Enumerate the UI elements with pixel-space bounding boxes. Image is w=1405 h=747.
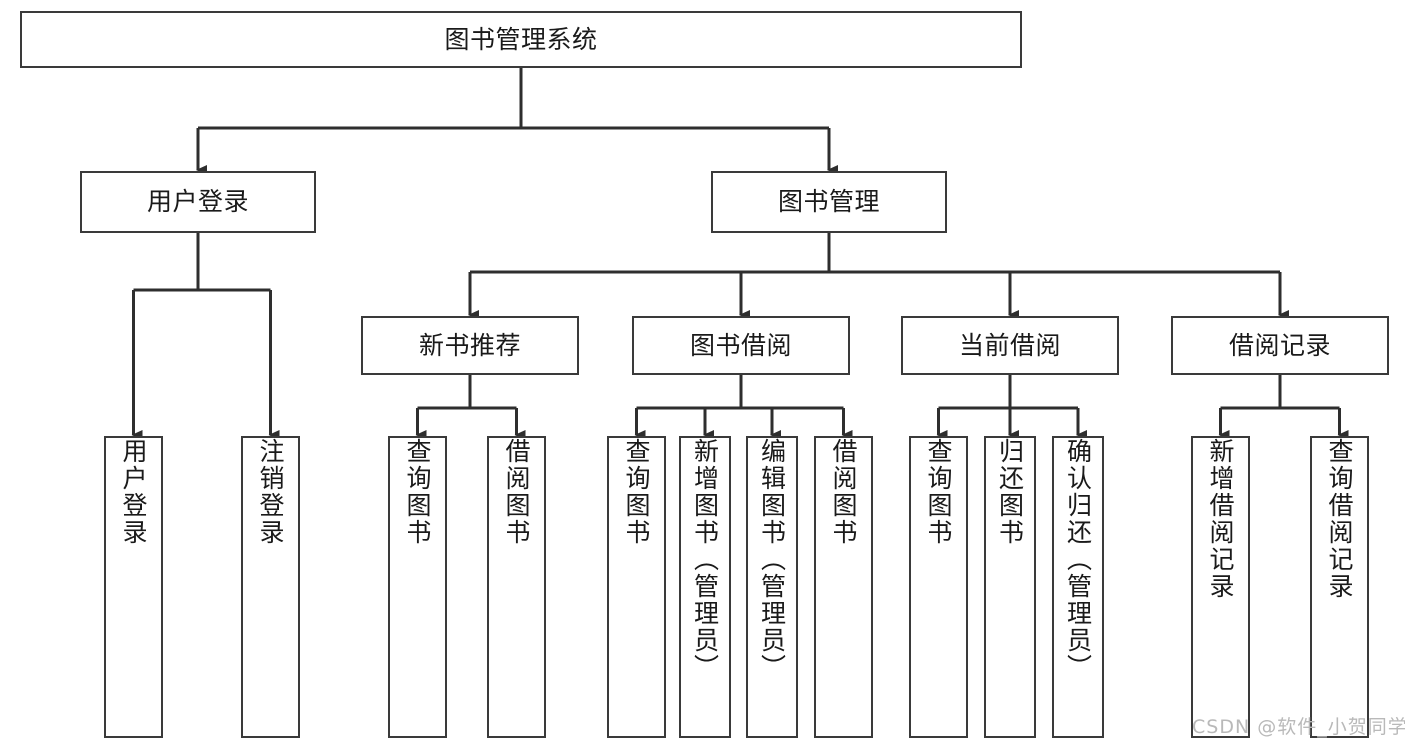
node-book-manage[interactable]: 图书管理 (711, 171, 947, 233)
leaf-query-book-3-label: 查询图书 (924, 438, 953, 546)
csdn-watermark: CSDN @软件_小贺同学 (1192, 716, 1405, 738)
leaf-return-book[interactable]: 归还图书 (984, 436, 1036, 738)
node-new-book-rec[interactable]: 新书推荐 (361, 316, 579, 375)
leaf-confirm-return-label: 确认归还（管理员） (1063, 438, 1093, 681)
node-user-login-label: 用户登录 (146, 187, 249, 217)
node-book-borrow[interactable]: 图书借阅 (632, 316, 850, 375)
leaf-query-record[interactable]: 查询借阅记录 (1310, 436, 1369, 738)
leaf-query-book-2-label: 查询图书 (622, 438, 651, 546)
leaf-return-book-label: 归还图书 (995, 438, 1025, 546)
leaf-add-book-label: 新增图书（管理员） (690, 438, 720, 681)
leaf-query-book-3[interactable]: 查询图书 (909, 436, 968, 738)
leaf-logout[interactable]: 注销登录 (241, 436, 300, 738)
leaf-edit-book-label: 编辑图书（管理员） (757, 438, 787, 681)
leaf-borrow-book-1[interactable]: 借阅图书 (487, 436, 546, 738)
leaf-borrow-book-1-label: 借阅图书 (502, 438, 531, 546)
leaf-user-login-label: 用户登录 (119, 438, 148, 546)
node-root-label: 图书管理系统 (444, 24, 598, 54)
node-book-borrow-label: 图书借阅 (689, 330, 792, 360)
leaf-borrow-book-2-label: 借阅图书 (829, 438, 858, 546)
leaf-add-book[interactable]: 新增图书（管理员） (679, 436, 731, 738)
leaf-query-book-1[interactable]: 查询图书 (388, 436, 447, 738)
leaf-query-record-label: 查询借阅记录 (1325, 438, 1354, 600)
leaf-logout-label: 注销登录 (256, 438, 285, 546)
node-book-manage-label: 图书管理 (777, 187, 880, 217)
node-root[interactable]: 图书管理系统 (20, 11, 1022, 68)
leaf-confirm-return[interactable]: 确认归还（管理员） (1052, 436, 1104, 738)
leaf-user-login[interactable]: 用户登录 (104, 436, 163, 738)
node-current-borrow[interactable]: 当前借阅 (901, 316, 1119, 375)
leaf-query-book-1-label: 查询图书 (403, 438, 432, 546)
leaf-borrow-book-2[interactable]: 借阅图书 (814, 436, 873, 738)
leaf-query-book-2[interactable]: 查询图书 (607, 436, 666, 738)
leaf-edit-book[interactable]: 编辑图书（管理员） (746, 436, 798, 738)
node-borrow-record[interactable]: 借阅记录 (1171, 316, 1389, 375)
leaf-add-record-label: 新增借阅记录 (1206, 438, 1235, 600)
node-current-borrow-label: 当前借阅 (958, 330, 1061, 360)
node-borrow-record-label: 借阅记录 (1228, 330, 1331, 360)
node-user-login[interactable]: 用户登录 (80, 171, 316, 233)
node-new-book-rec-label: 新书推荐 (418, 330, 521, 360)
leaf-add-record[interactable]: 新增借阅记录 (1191, 436, 1250, 738)
